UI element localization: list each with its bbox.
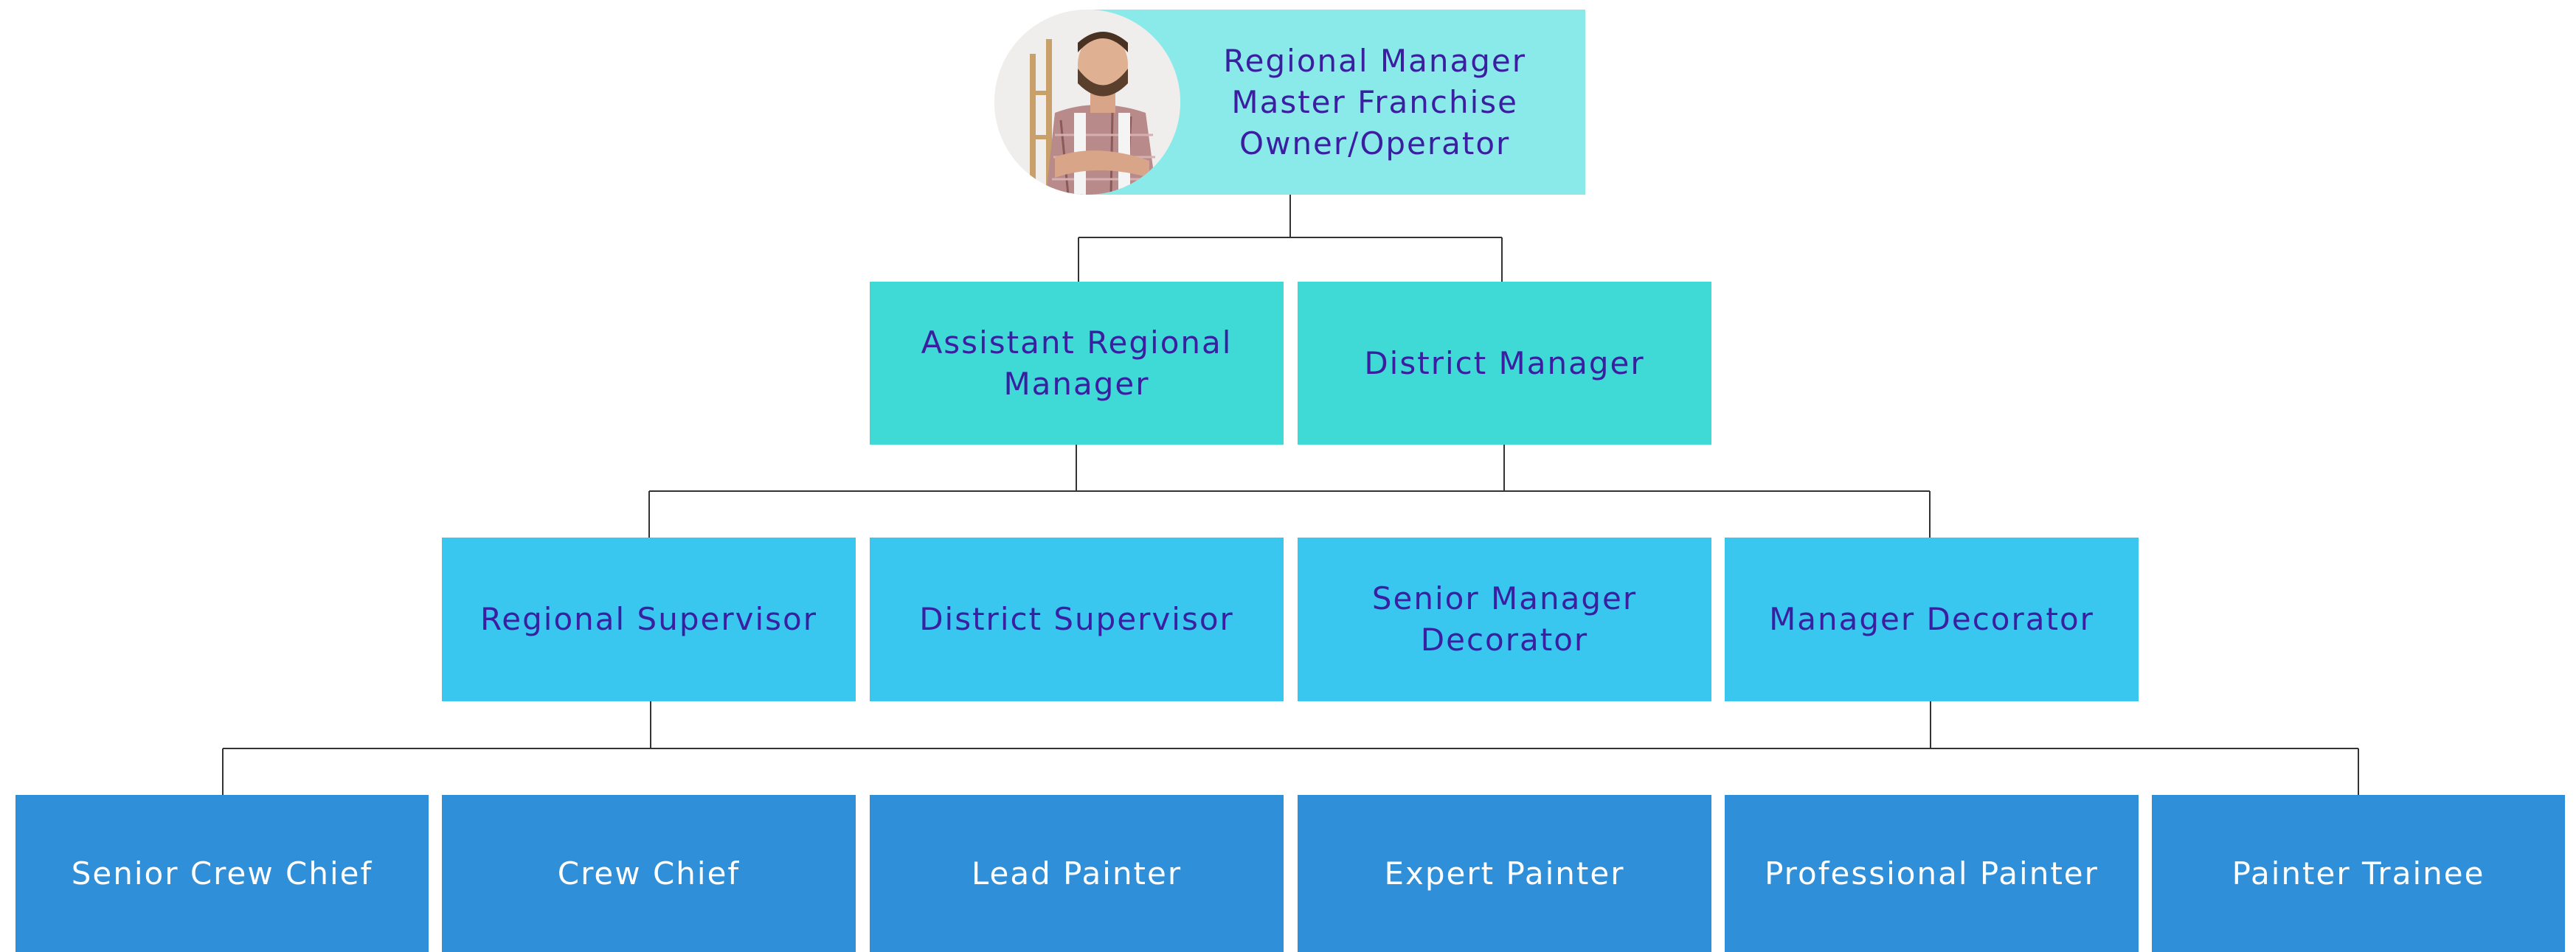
root-line-1: Regional Manager (1223, 42, 1526, 79)
level3-label: Expert Painter (1384, 855, 1625, 892)
level3-node-painter-trainee: Painter Trainee (2152, 795, 2565, 952)
level2-node-district-supervisor: District Supervisor (870, 538, 1284, 701)
level1-node-assistant-regional-manager: Assistant Regional Manager (870, 282, 1284, 445)
manager-photo (994, 10, 1180, 195)
level3-label: Professional Painter (1765, 855, 2099, 892)
root-node-text: Regional Manager Master Franchise Owner/… (1223, 41, 1526, 164)
level2-label: Senior Manager Decorator (1371, 580, 1638, 658)
level3-node-expert-painter: Expert Painter (1298, 795, 1711, 952)
level1-label: Assistant Regional Manager (921, 324, 1233, 402)
level2-node-regional-supervisor: Regional Supervisor (442, 538, 856, 701)
level3-node-senior-crew-chief: Senior Crew Chief (15, 795, 429, 952)
level3-node-lead-painter: Lead Painter (870, 795, 1284, 952)
level2-label: Manager Decorator (1769, 601, 2094, 637)
level1-node-district-manager: District Manager (1298, 282, 1711, 445)
level2-node-senior-manager-decorator: Senior Manager Decorator (1298, 538, 1711, 701)
level2-node-manager-decorator: Manager Decorator (1725, 538, 2139, 701)
level3-label: Senior Crew Chief (71, 855, 373, 892)
level3-label: Crew Chief (557, 855, 741, 892)
level3-node-crew-chief: Crew Chief (442, 795, 856, 952)
level2-label: Regional Supervisor (480, 601, 817, 637)
level1-label: District Manager (1364, 344, 1645, 381)
level3-node-professional-painter: Professional Painter (1725, 795, 2139, 952)
root-line-2: Master Franchise (1231, 83, 1518, 120)
root-line-3: Owner/Operator (1239, 125, 1511, 161)
level2-label: District Supervisor (919, 601, 1234, 637)
level3-label: Lead Painter (971, 855, 1183, 892)
level3-label: Painter Trainee (2232, 855, 2485, 892)
